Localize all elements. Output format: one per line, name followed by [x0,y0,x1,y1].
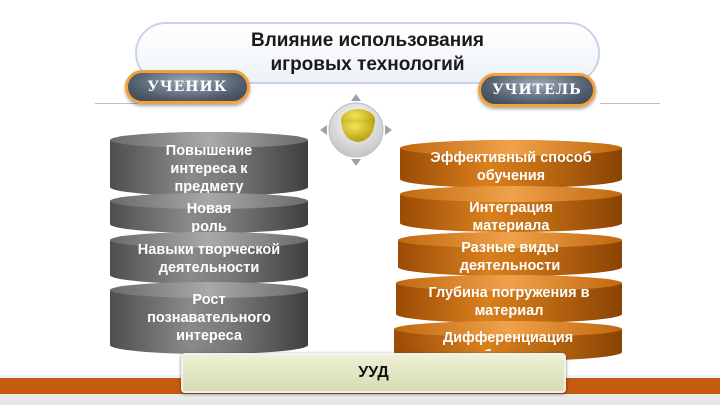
left-stack-item-4: Рост познавательного интереса [110,282,308,354]
page-title: Влияние использования игровых технологий [251,30,484,75]
right-stack-label-2: Интеграция материала [469,200,553,232]
badge-student: УЧЕНИК [125,70,250,104]
left-stack-label-2: Новая роль [186,201,232,233]
right-stack-item-4: Глубина погружения в материал [396,275,622,323]
left-stack-label-4: Рост познавательного интереса [147,292,271,344]
left-stack-label-1: Повышение интереса к предмету [165,143,253,195]
divider-left [95,103,140,104]
right-stack-label-3: Разные виды деятельности [459,240,561,274]
right-stack-label-4: Глубина погружения в материал [428,285,590,319]
right-stack-label-5: Дифференциация обучения [442,330,574,351]
right-stack-label-1: Эффективный способ обучения [430,150,592,184]
uud-box: УУД [181,353,566,393]
divider-right [600,103,660,104]
badge-teacher: УЧИТЕЛЬ [478,73,596,107]
left-stack-label-3: Навыки творческой деятельности [137,242,281,276]
right-stack-item-2: Интеграция материала [400,186,622,232]
right-stack-item-1: Эффективный способ обучения [400,140,622,188]
center-disc-icon [320,94,392,166]
left-stack-item-3: Навыки творческой деятельности [110,232,308,284]
left-stack-item-2: Новая роль [110,193,308,233]
left-stack-item-1: Повышение интереса к предмету [110,132,308,196]
right-stack-item-3: Разные виды деятельности [398,232,622,276]
